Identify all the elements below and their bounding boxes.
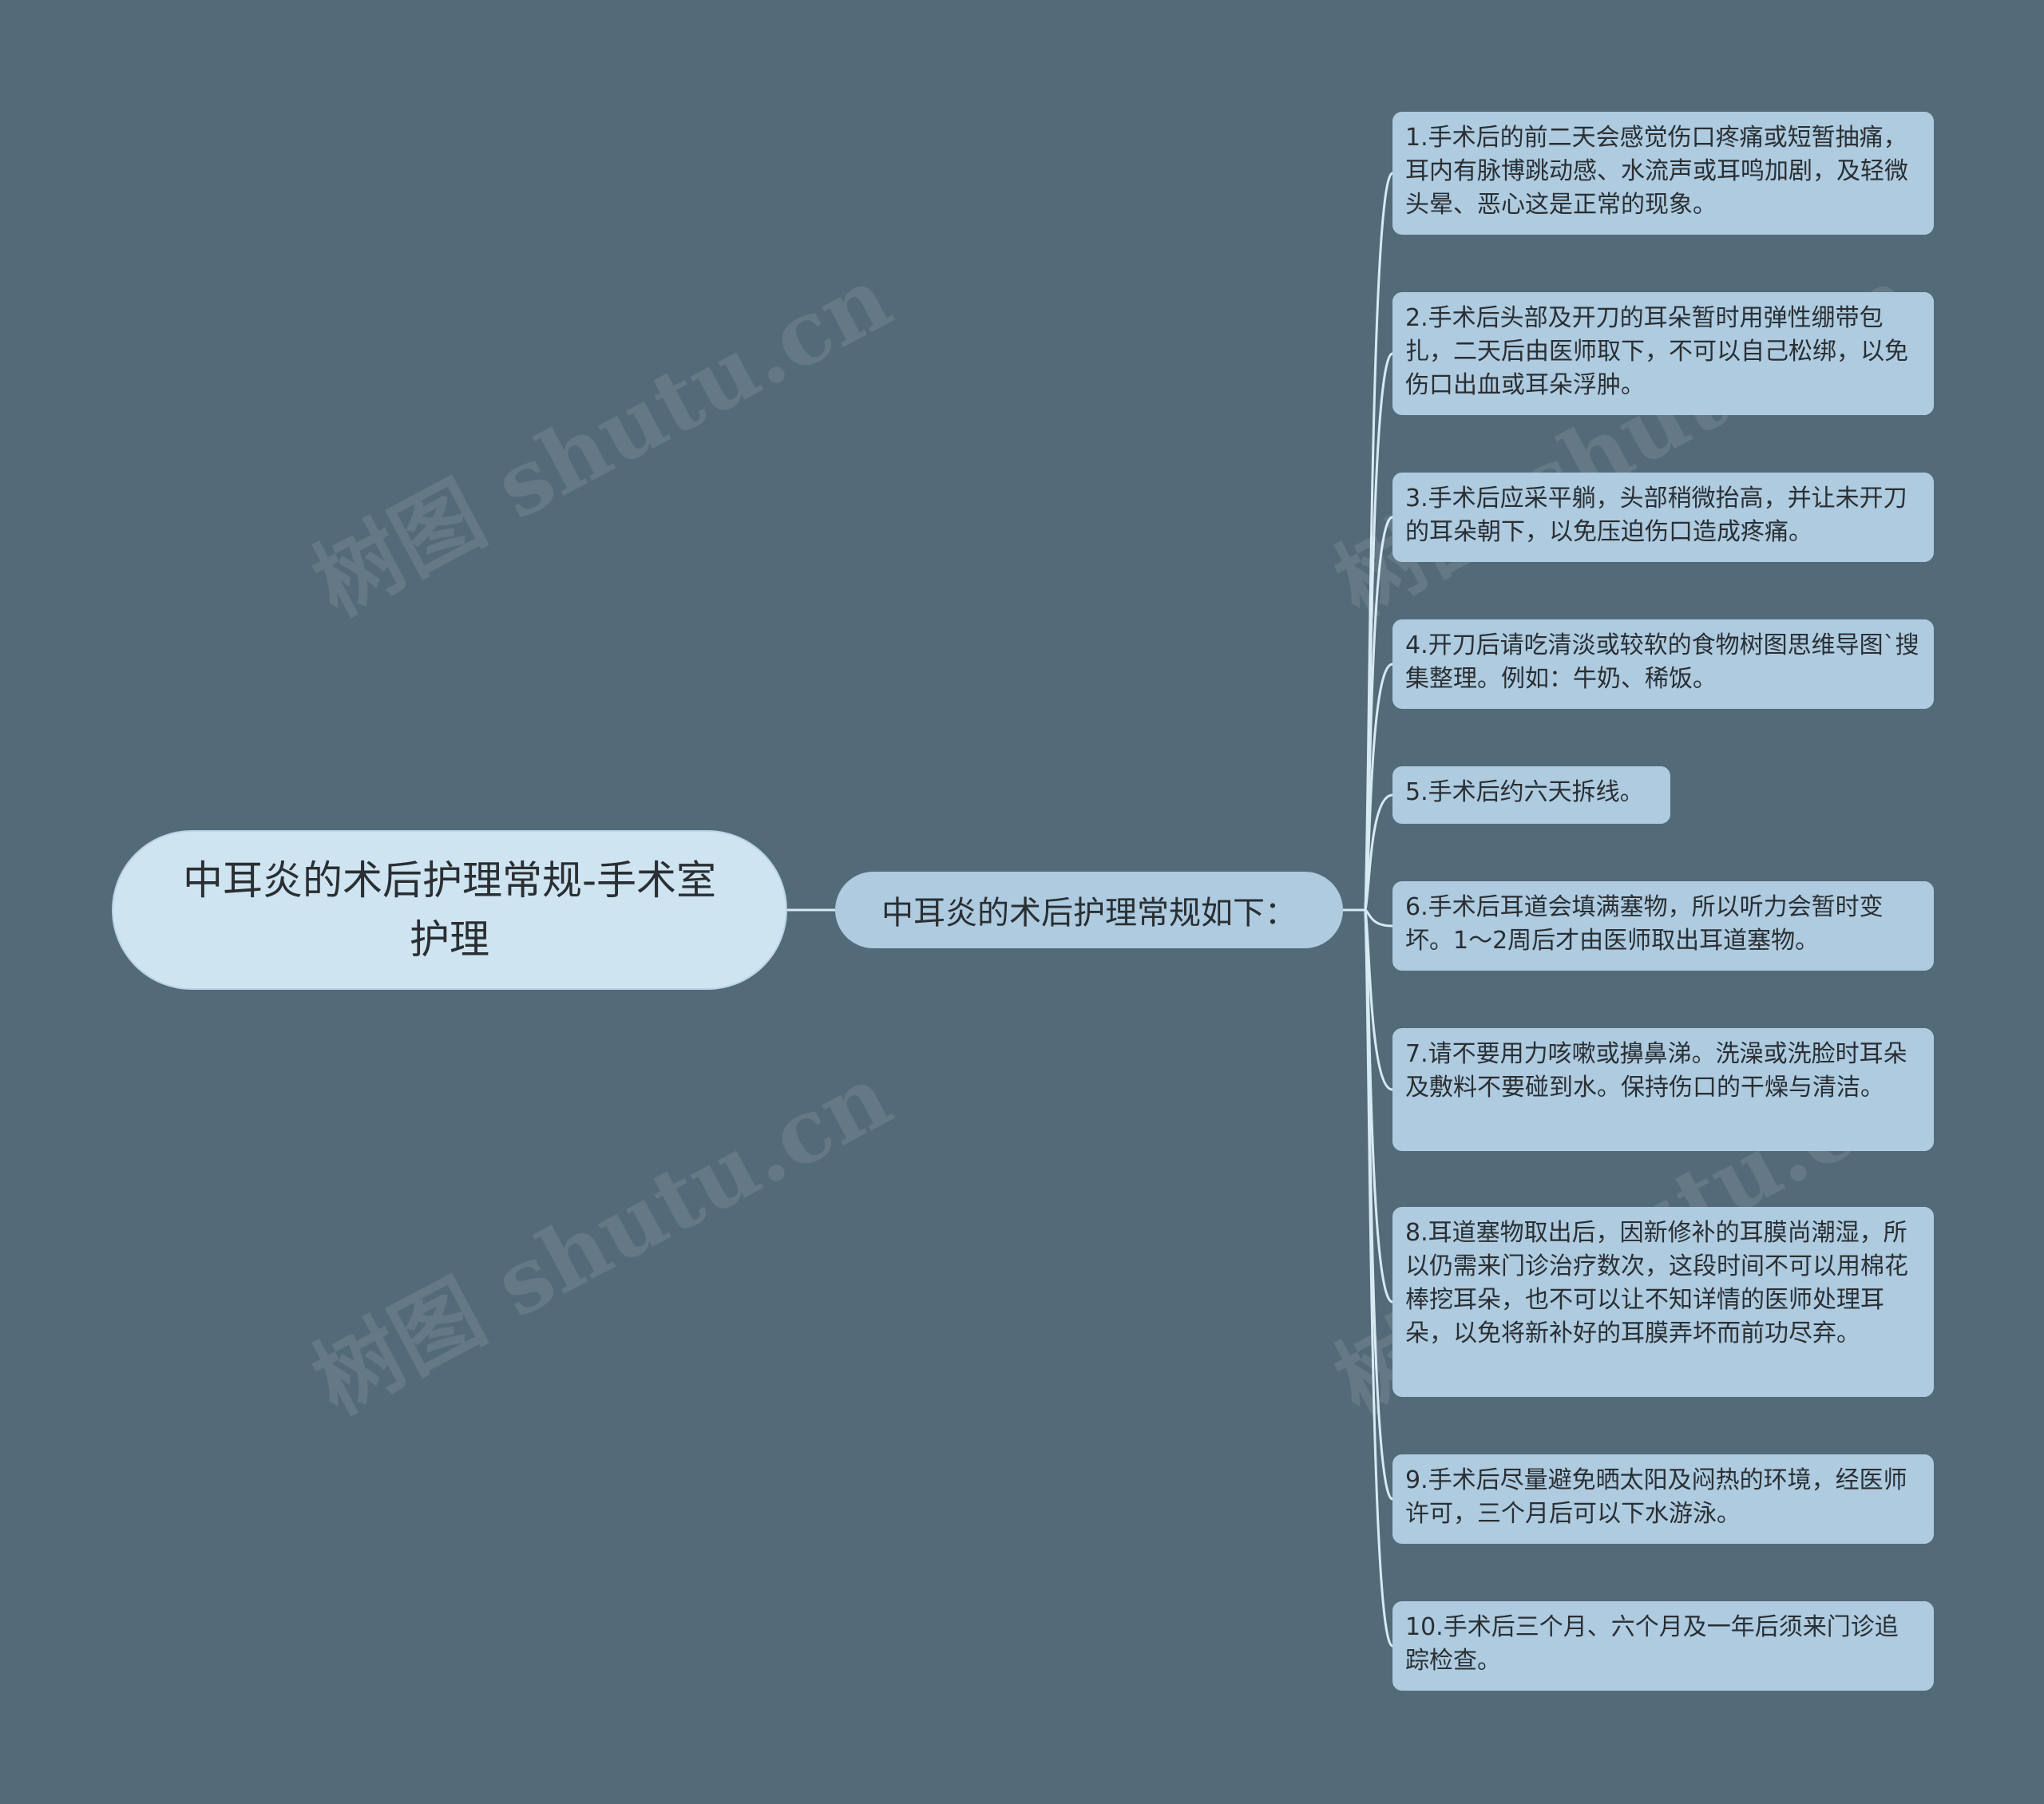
leaf-topic-label: 9.手术后尽量避免晒太阳及闷热的环境，经医师许可，三个月后可以下水游泳。 xyxy=(1405,1466,1907,1528)
leaf-topic-4[interactable]: 4.开刀后请吃清淡或较软的食物树图思维导图`搜集整理。例如：牛奶、稀饭。 xyxy=(1392,619,1934,709)
leaf-topic-label: 10.手术后三个月、六个月及一年后须来门诊追踪检查。 xyxy=(1405,1613,1899,1675)
leaf-topic-label: 6.手术后耳道会填满塞物，所以听力会暂时变坏。1～2周后才由医师取出耳道塞物。 xyxy=(1405,893,1884,955)
leaf-topic-label: 1.手术后的前二天会感觉伤口疼痛或短暂抽痛，耳内有脉博跳动感、水流声或耳鸣加剧，… xyxy=(1405,124,1908,219)
connector-leaf-6 xyxy=(1364,908,1393,928)
leaf-topic-label: 2.手术后头部及开刀的耳朵暂时用弹性绷带包扎，二天后由医师取下，不可以自己松绑，… xyxy=(1405,304,1908,399)
leaf-topic-5[interactable]: 5.手术后约六天拆线。 xyxy=(1392,766,1670,824)
connector-leaf-10 xyxy=(1364,909,1394,1648)
connector-leaf-4 xyxy=(1364,663,1393,911)
leaf-topic-label: 7.请不要用力咳嗽或擤鼻涕。洗澡或洗脸时耳朵及敷料不要碰到水。保持伤口的干燥与清… xyxy=(1405,1040,1907,1102)
leaf-topic-1[interactable]: 1.手术后的前二天会感觉伤口疼痛或短暂抽痛，耳内有脉博跳动感、水流声或耳鸣加剧，… xyxy=(1392,112,1934,235)
leaf-topic-label: 8.耳道塞物取出后，因新修补的耳膜尚潮湿，所以仍需来门诊治疗数次，这段时间不可以… xyxy=(1405,1219,1908,1347)
root-topic-label: 中耳炎的术后护理常规-手术室护理 xyxy=(182,857,717,963)
leaf-topic-label: 4.开刀后请吃清淡或较软的食物树图思维导图`搜集整理。例如：牛奶、稀饭。 xyxy=(1405,631,1919,693)
leaf-topic-10[interactable]: 10.手术后三个月、六个月及一年后须来门诊追踪检查。 xyxy=(1392,1601,1934,1691)
branch-topic[interactable]: 中耳炎的术后护理常规如下： xyxy=(835,872,1343,948)
leaf-topic-9[interactable]: 9.手术后尽量避免晒太阳及闷热的环境，经医师许可，三个月后可以下水游泳。 xyxy=(1392,1454,1934,1544)
leaf-topic-label: 3.手术后应采平躺，头部稍微抬高，并让未开刀的耳朵朝下，以免压迫伤口造成疼痛。 xyxy=(1405,485,1907,546)
leaf-topic-7[interactable]: 7.请不要用力咳嗽或擤鼻涕。洗澡或洗脸时耳朵及敷料不要碰到水。保持伤口的干燥与清… xyxy=(1392,1028,1934,1151)
leaf-topic-2[interactable]: 2.手术后头部及开刀的耳朵暂时用弹性绷带包扎，二天后由医师取下，不可以自己松绑，… xyxy=(1392,292,1934,415)
root-topic[interactable]: 中耳炎的术后护理常规-手术室护理 xyxy=(112,830,787,990)
leaf-topic-label: 5.手术后约六天拆线。 xyxy=(1405,778,1644,806)
leaf-topic-8[interactable]: 8.耳道塞物取出后，因新修补的耳膜尚潮湿，所以仍需来门诊治疗数次，这段时间不可以… xyxy=(1392,1207,1934,1397)
connector-leaf-5 xyxy=(1364,793,1393,911)
leaf-topic-6[interactable]: 6.手术后耳道会填满塞物，所以听力会暂时变坏。1～2周后才由医师取出耳道塞物。 xyxy=(1392,881,1934,971)
branch-topic-label: 中耳炎的术后护理常规如下： xyxy=(881,895,1297,932)
leaf-topic-3[interactable]: 3.手术后应采平躺，头部稍微抬高，并让未开刀的耳朵朝下，以免压迫伤口造成疼痛。 xyxy=(1392,473,1934,562)
